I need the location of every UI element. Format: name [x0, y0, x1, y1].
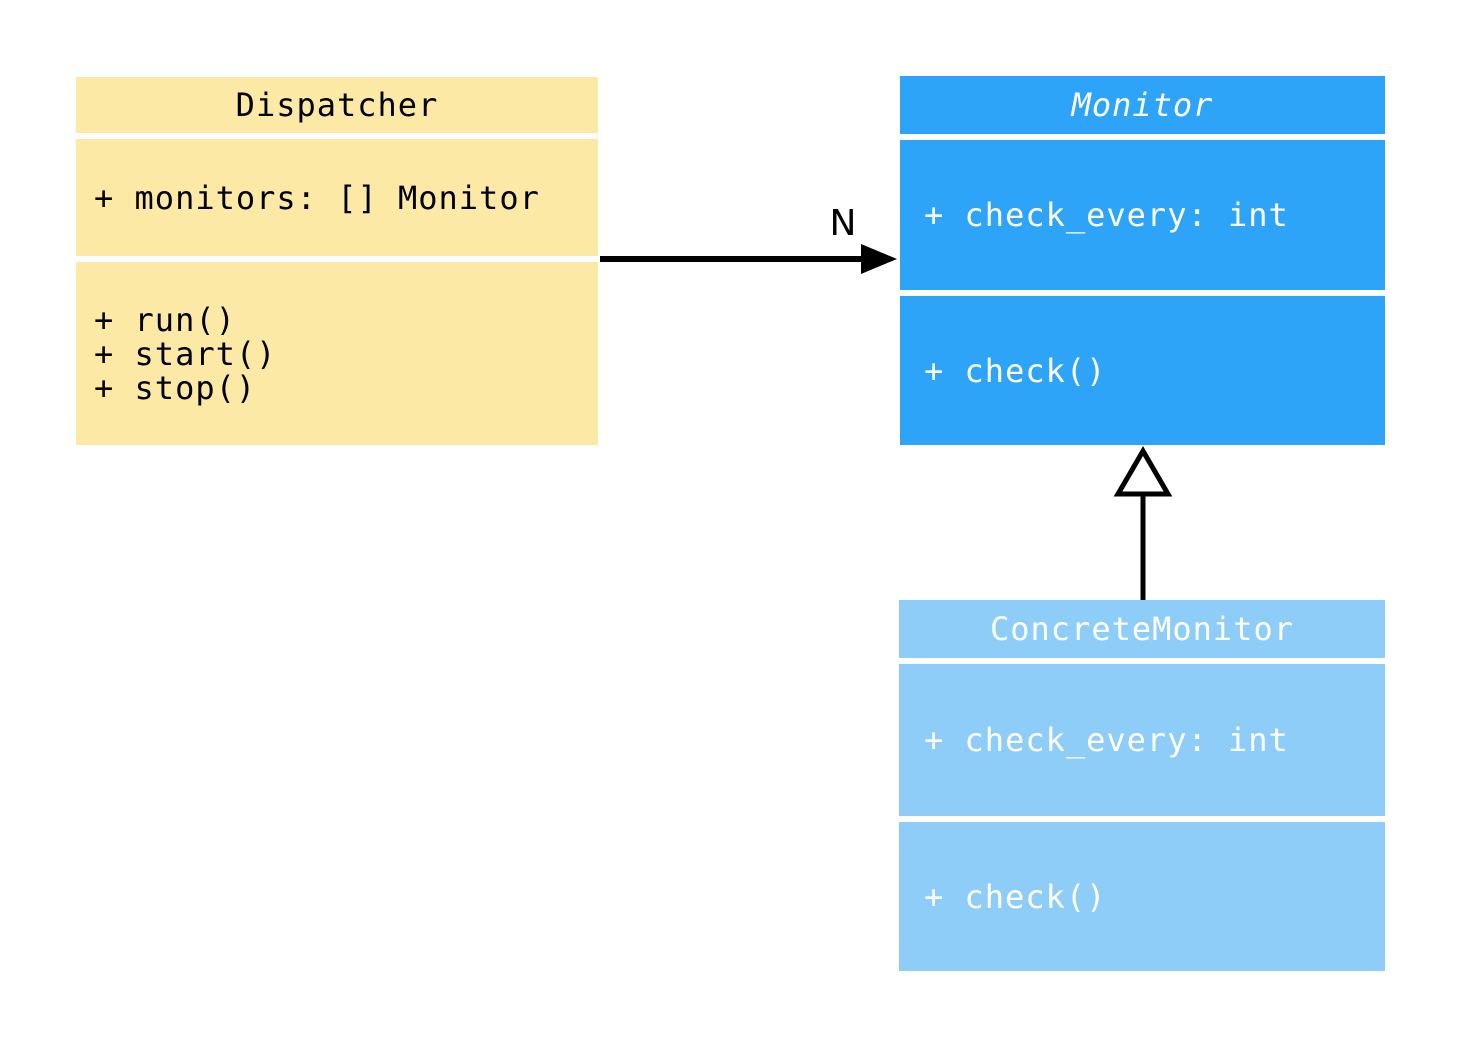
class-name: ConcreteMonitor [990, 610, 1294, 648]
class-name-compartment: Dispatcher [76, 77, 598, 133]
methods-compartment: + run() + start() + stop() [76, 262, 598, 445]
attribute-line: + check_every: int [924, 196, 1289, 234]
method-line: + check() [924, 351, 1107, 390]
generalization-triangle-icon [1113, 446, 1173, 497]
class-box-dispatcher: Dispatcher + monitors: [] Monitor + run(… [76, 77, 598, 445]
method-line: + start() [94, 334, 277, 373]
method-line: + stop() [94, 368, 257, 407]
association-arrowhead-icon [861, 244, 897, 274]
class-box-monitor: Monitor + check_every: int + check() [900, 76, 1385, 445]
attributes-compartment: + check_every: int [900, 140, 1385, 290]
attribute-line: + check_every: int [924, 721, 1289, 759]
methods-compartment: + check() [899, 822, 1385, 971]
class-name: Dispatcher [235, 86, 439, 124]
association-arrow [600, 244, 897, 274]
methods-compartment: + check() [900, 296, 1385, 445]
generalization-arrow [1113, 446, 1173, 600]
attributes-compartment: + check_every: int [899, 664, 1385, 816]
class-name-compartment: ConcreteMonitor [899, 600, 1385, 658]
attributes-compartment: + monitors: [] Monitor [76, 139, 598, 256]
method-line: + check() [924, 877, 1107, 916]
class-name: Monitor [1071, 86, 1214, 124]
class-box-concretemonitor: ConcreteMonitor + check_every: int + che… [899, 600, 1385, 971]
method-line: + run() [94, 300, 236, 339]
attribute-line: + monitors: [] Monitor [94, 178, 540, 217]
association-multiplicity-label: N [829, 203, 857, 244]
class-name-compartment: Monitor [900, 76, 1385, 134]
